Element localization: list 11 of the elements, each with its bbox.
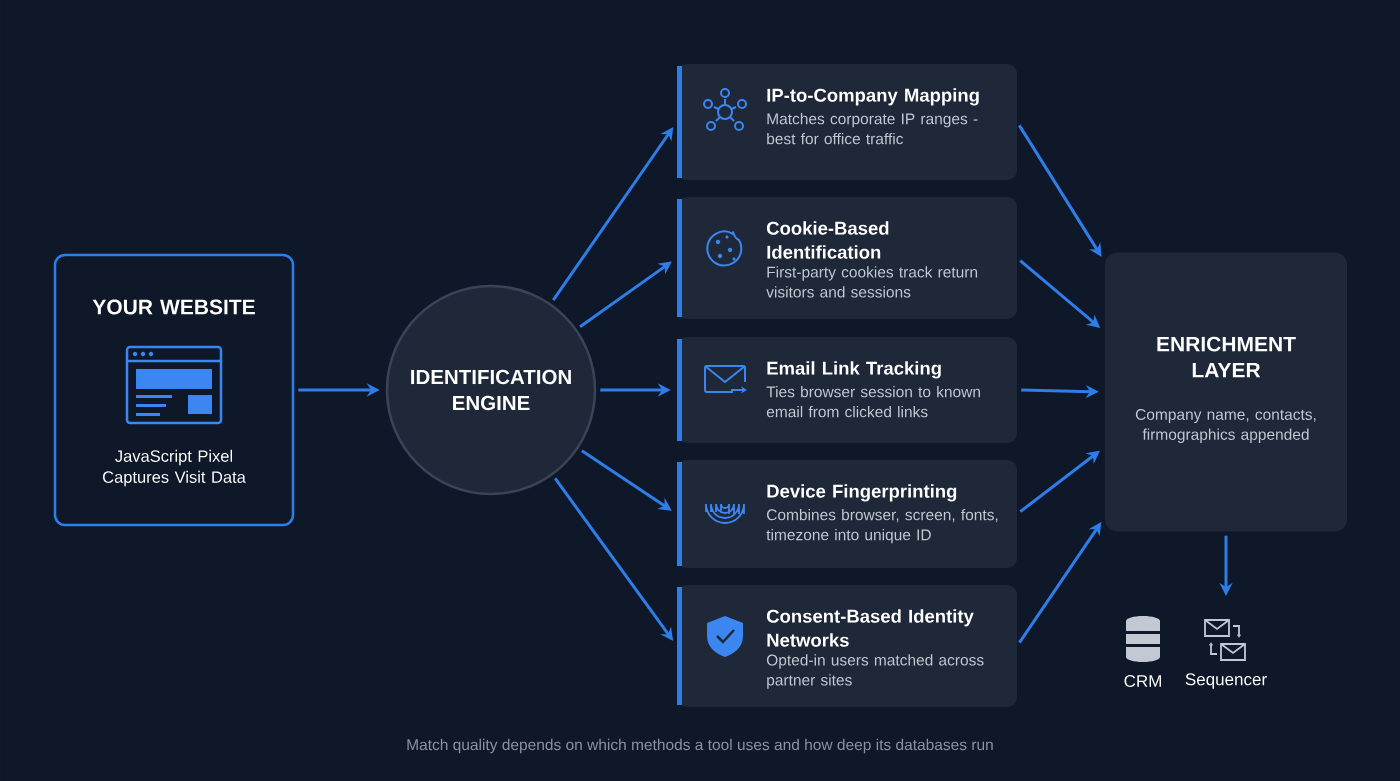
method-card: Consent-Based Identity Networks Opted-in users matched across partner sites — [677, 585, 1017, 707]
method-card: IP-to-Company Mapping Matches corporate IP ranges - best for office traffic — [677, 64, 1017, 180]
caption: Match quality depends on which methods a tool uses and how deep its databases run — [407, 738, 993, 754]
method-card: Email Link Tracking Ties browser session to known email from clicked links — [677, 337, 1017, 443]
enrichment-box: ENRICHMENT LAYER Company name, contacts, firmographics appended — [1105, 252, 1347, 532]
arrow — [1018, 522, 1102, 644]
method-card: Device Fingerprinting Combines browser, screen, fonts, timezone into unique ID — [677, 460, 1017, 568]
website-box: YOUR WEBSITE JavaScript Pixel Captures Visit Data — [53, 253, 295, 527]
destination-label: Sequencer — [1185, 673, 1267, 689]
destination-label: CRM — [1124, 675, 1161, 687]
method-card: Cookie-Based Identification First-party cookies track return visitors and sessions — [677, 197, 1017, 319]
